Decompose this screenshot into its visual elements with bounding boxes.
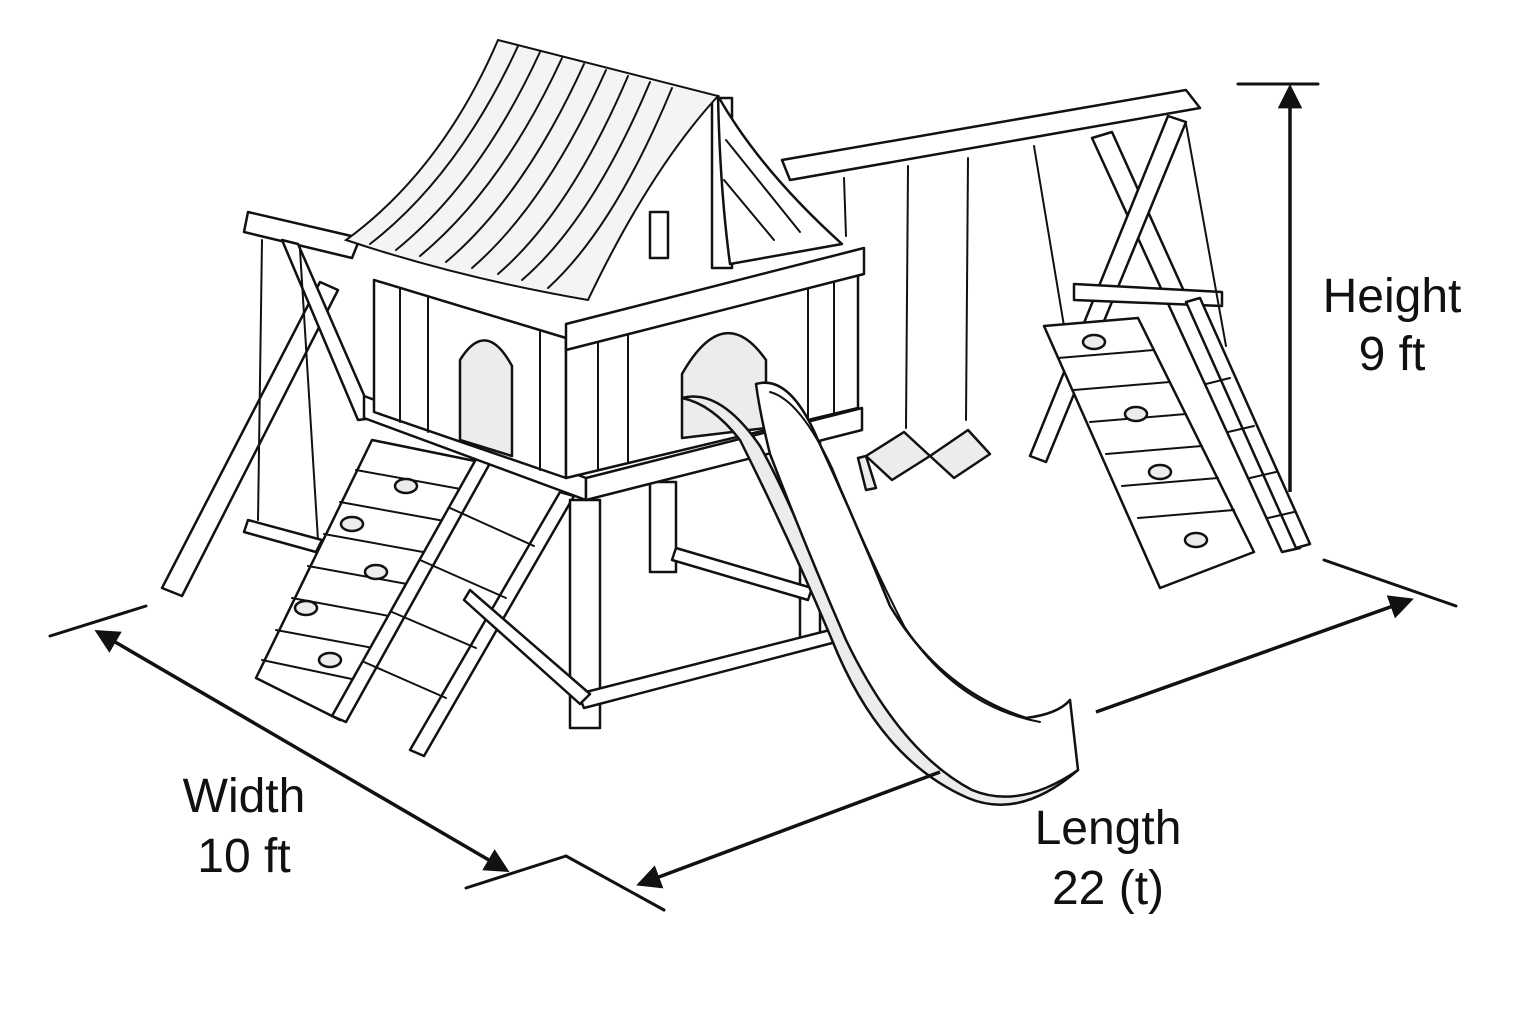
- right-climbing-wall: [1042, 296, 1312, 590]
- swing-seat-2: [928, 428, 992, 480]
- left-swing-seat: [242, 518, 324, 554]
- width-label: Width: [183, 770, 306, 823]
- height-label: Height: [1323, 270, 1462, 323]
- length-value: 22 (t): [1052, 862, 1164, 915]
- height-value: 9 ft: [1359, 328, 1426, 381]
- width-value: 10 ft: [197, 830, 290, 883]
- length-label: Length: [1035, 802, 1182, 855]
- swing-seat-1: [864, 430, 932, 482]
- left-window-arch: [458, 339, 514, 458]
- length-dimension: [464, 558, 1458, 912]
- wave-slide: [680, 381, 1080, 806]
- top-rail-front: [564, 246, 866, 352]
- left-climbing-wall: [254, 438, 576, 758]
- width-dimension: [48, 604, 510, 873]
- swing-seat-3: [856, 454, 878, 492]
- canopy-roof: [343, 38, 844, 302]
- swing-beam: [780, 88, 1202, 492]
- height-dimension: [1236, 82, 1320, 492]
- front-window-arch: [680, 332, 768, 440]
